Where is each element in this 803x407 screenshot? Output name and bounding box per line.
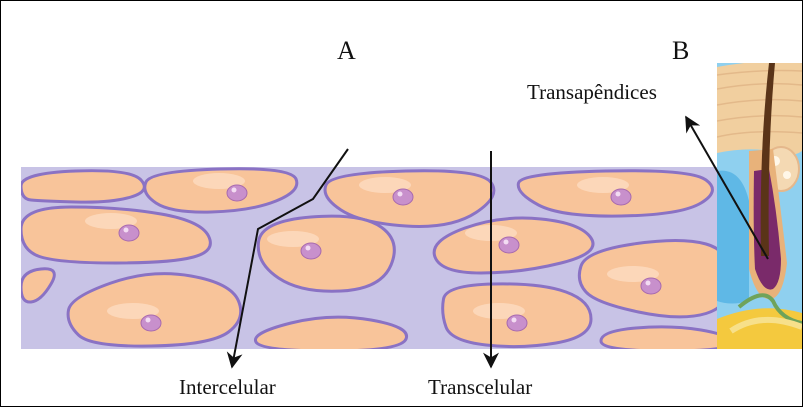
cell-nucleus	[611, 189, 631, 205]
nucleus-shine	[124, 228, 129, 233]
epidermis-layer	[717, 61, 802, 155]
cell-nucleus	[301, 243, 321, 259]
dermis-shade	[717, 171, 749, 304]
stratum-corneum-tissue	[21, 167, 731, 351]
nucleus-shine	[646, 281, 651, 286]
cell-nucleus	[393, 189, 413, 205]
transcellular-label: Transcelular	[428, 375, 532, 400]
gland-cell-2	[783, 171, 791, 179]
panel-b-label: B	[672, 36, 689, 66]
cell-nucleus	[641, 278, 661, 294]
cell-nucleus	[119, 225, 139, 241]
nucleus-shine	[504, 240, 509, 245]
nucleus-shine	[232, 188, 237, 193]
skin-follicle-illustration	[717, 61, 802, 349]
nucleus-shine	[306, 246, 311, 251]
cell-nucleus	[507, 315, 527, 331]
corneocyte-1	[21, 171, 144, 202]
intercellular-label: Intercelular	[179, 375, 276, 400]
cell-nucleus	[141, 315, 161, 331]
nucleus-shine	[146, 318, 151, 323]
cell-nucleus	[499, 237, 519, 253]
nucleus-shine	[616, 192, 621, 197]
nucleus-shine	[398, 192, 403, 197]
panel-a-label: A	[337, 36, 356, 66]
nucleus-shine	[512, 318, 517, 323]
transappendageal-label: Transapêndices	[527, 80, 657, 105]
cell-nucleus	[227, 185, 247, 201]
